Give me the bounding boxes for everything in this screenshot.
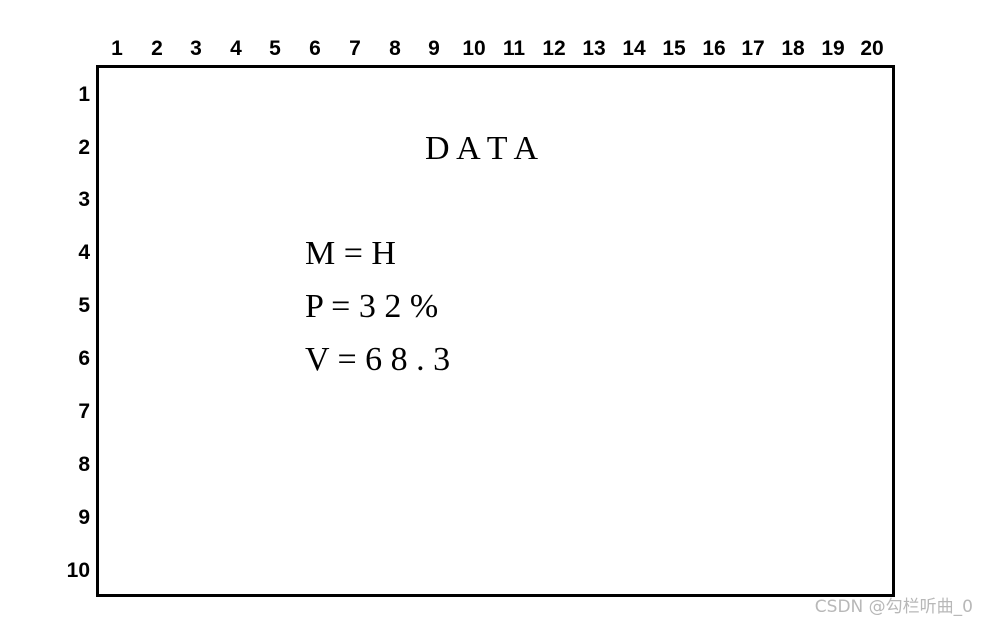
column-number: 10 [462, 37, 486, 60]
column-number: 4 [230, 37, 242, 60]
row-number: 4 [78, 241, 90, 264]
column-number: 7 [349, 37, 361, 60]
column-number: 11 [502, 37, 526, 60]
column-number: 8 [389, 37, 401, 60]
screen-line-mode: M = H [305, 235, 396, 272]
watermark-text: CSDN @勾栏听曲_0 [814, 597, 973, 617]
row-number: 10 [66, 559, 90, 582]
column-number: 12 [542, 37, 566, 60]
lcd-screen-frame [96, 65, 895, 597]
column-number: 15 [662, 37, 686, 60]
screen-line-value: V = 6 8 . 3 [305, 341, 451, 378]
column-number: 20 [860, 37, 884, 60]
column-number: 6 [309, 37, 321, 60]
column-number: 17 [741, 37, 765, 60]
row-number: 3 [78, 188, 90, 211]
column-number: 9 [428, 37, 440, 60]
column-number: 19 [821, 37, 845, 60]
column-number: 2 [151, 37, 163, 60]
row-number: 8 [78, 453, 90, 476]
column-number: 14 [622, 37, 646, 60]
column-number: 5 [269, 37, 281, 60]
row-number: 1 [78, 83, 90, 106]
column-number: 18 [781, 37, 805, 60]
screen-line-percent: P = 3 2 % [305, 288, 439, 325]
row-number: 5 [78, 294, 90, 317]
row-number: 9 [78, 506, 90, 529]
column-number: 3 [190, 37, 202, 60]
column-number: 16 [702, 37, 726, 60]
column-number: 1 [111, 37, 123, 60]
screen-title: D A T A [425, 130, 539, 167]
row-number: 6 [78, 347, 90, 370]
row-number: 2 [78, 136, 90, 159]
column-number: 13 [582, 37, 606, 60]
row-number: 7 [78, 400, 90, 423]
